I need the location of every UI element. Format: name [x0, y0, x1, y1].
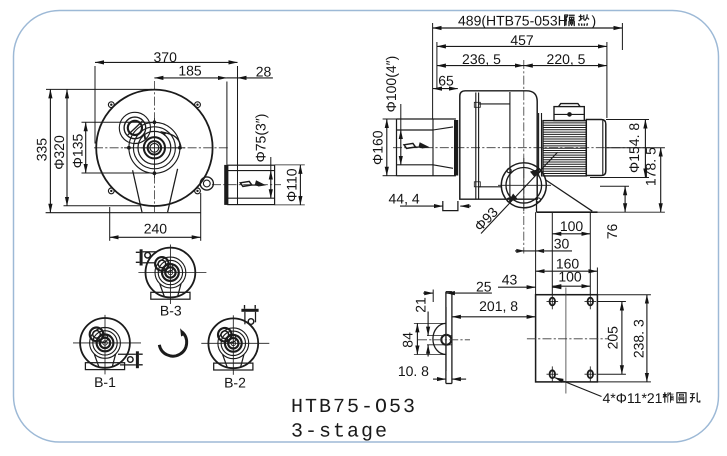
- svg-text:178. 5: 178. 5: [642, 147, 658, 186]
- svg-text:100: 100: [558, 268, 582, 284]
- svg-text:160: 160: [556, 256, 580, 272]
- svg-text:4*Φ11*21: 4*Φ11*21: [603, 390, 663, 406]
- svg-text:25: 25: [476, 278, 492, 294]
- svg-text:84: 84: [400, 332, 416, 348]
- svg-text:30: 30: [554, 236, 570, 252]
- svg-text:76: 76: [604, 224, 620, 240]
- svg-text:B-2: B-2: [224, 375, 246, 391]
- svg-text:65: 65: [438, 72, 454, 88]
- svg-text:Φ75(3″): Φ75(3″): [252, 114, 268, 163]
- svg-text:201, 8: 201, 8: [479, 298, 518, 314]
- svg-text:HTB75-O53: HTB75-O53: [291, 396, 417, 419]
- svg-text:Φ135: Φ135: [70, 134, 86, 169]
- svg-text:457: 457: [510, 32, 534, 48]
- svg-text:205: 205: [604, 326, 620, 350]
- svg-text:28: 28: [256, 64, 272, 80]
- svg-text:185: 185: [178, 63, 202, 79]
- svg-text:): ): [592, 12, 597, 28]
- svg-text:220, 5: 220, 5: [547, 51, 586, 67]
- svg-text:Φ320: Φ320: [51, 135, 67, 170]
- svg-text:489(HTB75-053H: 489(HTB75-053H: [458, 12, 568, 28]
- svg-text:B-3: B-3: [160, 302, 182, 318]
- svg-text:370: 370: [154, 49, 178, 65]
- svg-text:Φ110: Φ110: [284, 168, 300, 202]
- svg-text:21: 21: [412, 297, 428, 313]
- svg-text:Φ160: Φ160: [370, 130, 386, 165]
- svg-text:Φ154. 8: Φ154. 8: [626, 123, 642, 173]
- svg-text:240: 240: [144, 221, 168, 237]
- svg-text:3-stage: 3-stage: [291, 421, 389, 444]
- svg-text:44, 4: 44, 4: [389, 191, 420, 207]
- svg-text:335: 335: [33, 138, 49, 162]
- svg-text:43: 43: [502, 271, 518, 287]
- svg-text:Φ100(4″): Φ100(4″): [383, 56, 399, 113]
- svg-text:100: 100: [560, 218, 584, 234]
- svg-text:10. 8: 10. 8: [398, 363, 429, 379]
- svg-text:B-1: B-1: [94, 374, 116, 390]
- svg-text:238. 3: 238. 3: [630, 319, 646, 358]
- svg-text:236, 5: 236, 5: [462, 51, 501, 67]
